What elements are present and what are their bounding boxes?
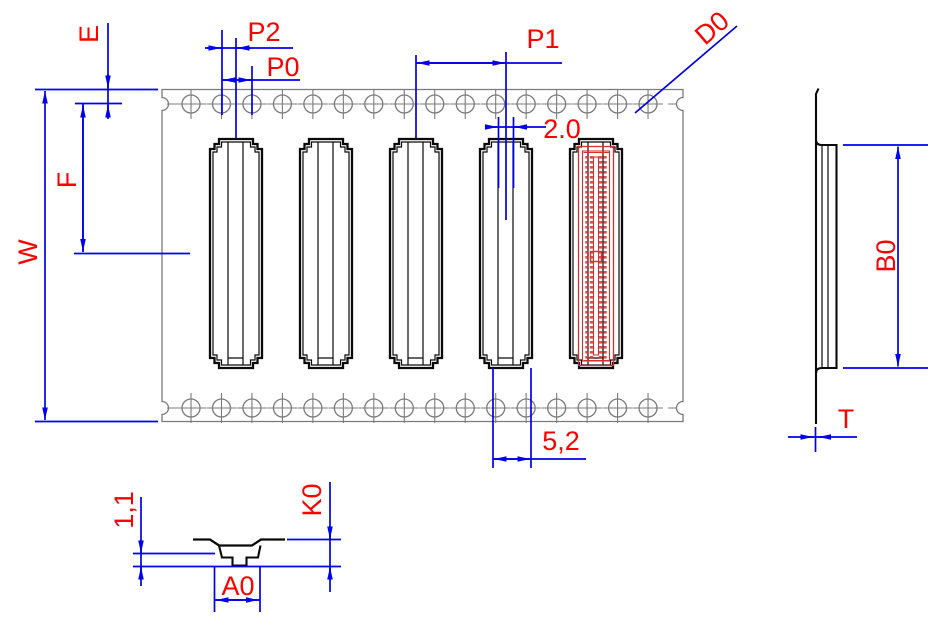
- sprocket-hole: [601, 392, 634, 424]
- label-b0: B0: [871, 239, 901, 272]
- center-slot: [592, 156, 600, 356]
- sprocket-hole: [175, 88, 207, 120]
- label-a0: A0: [221, 571, 254, 601]
- dimension-w: [35, 88, 158, 423]
- pocket-row: [208, 137, 624, 370]
- sprocket-hole: [601, 88, 634, 120]
- tape-outline: [161, 88, 684, 423]
- sprocket-hole: [175, 392, 207, 424]
- sprocket-hole: [266, 88, 299, 120]
- sprocket-row-top: [175, 88, 664, 120]
- polarization-bars: [583, 151, 609, 362]
- dimension-e: [75, 23, 122, 119]
- sprocket-hole: [358, 392, 390, 424]
- contact-pads-left: [585, 156, 594, 360]
- label-p0: P0: [266, 52, 299, 82]
- sprocket-hole: [571, 392, 603, 424]
- sprocket-hole: [297, 392, 329, 424]
- label-k0: K0: [297, 483, 327, 516]
- sprocket-hole: [510, 88, 542, 120]
- sprocket-hole: [297, 88, 329, 120]
- leader-d0: [634, 25, 738, 114]
- dimension-k0: [133, 482, 341, 592]
- pocket: [568, 137, 624, 370]
- dimension-t: [788, 427, 857, 452]
- label-dim-5-2: 5,2: [542, 426, 580, 456]
- label-e: E: [74, 25, 104, 43]
- label-d0: D0: [689, 5, 735, 50]
- dimension-top-notch: [485, 117, 546, 188]
- sprocket-hole: [388, 392, 420, 424]
- dimension-p1: [415, 52, 562, 220]
- center-key: [589, 250, 603, 263]
- break-notch-ticks: [167, 103, 677, 409]
- sprocket-hole: [540, 392, 573, 424]
- sprocket-hole: [510, 392, 542, 424]
- tape-side-view: [814, 88, 838, 424]
- sprocket-hole: [449, 88, 481, 120]
- dimension-p2: [205, 30, 293, 138]
- label-p2: P2: [247, 17, 280, 47]
- sprocket-hole: [327, 88, 360, 120]
- sprocket-hole: [327, 392, 360, 424]
- dimension-a0: [213, 567, 261, 612]
- sprocket-hole: [266, 392, 299, 424]
- sprocket-hole: [632, 392, 664, 424]
- dimension-b0: [843, 144, 928, 369]
- sprocket-hole: [388, 88, 420, 120]
- label-f: F: [52, 172, 82, 189]
- sprocket-hole: [236, 392, 268, 424]
- label-w: W: [13, 239, 43, 265]
- label-dim-2-0: 2.0: [543, 114, 581, 144]
- tape-top-view: [161, 88, 684, 424]
- sprocket-hole: [419, 392, 451, 424]
- label-p1: P1: [526, 24, 559, 54]
- contact-pads-right: [598, 156, 607, 360]
- dimension-step-depth: [133, 497, 215, 586]
- pocket: [388, 137, 444, 370]
- dimension-p0: [222, 66, 300, 115]
- sprocket-hole: [449, 392, 481, 424]
- sprocket-hole: [480, 392, 512, 424]
- sprocket-hole: [205, 392, 238, 424]
- pocket: [208, 137, 264, 370]
- pocket: [298, 137, 354, 370]
- pocket-section-view: [193, 538, 285, 567]
- sprocket-hole: [358, 88, 390, 120]
- label-dim-1-1: 1,1: [109, 491, 139, 529]
- dimension-pocket-bottom: [492, 368, 586, 468]
- label-t: T: [838, 404, 855, 434]
- dimension-f: [74, 104, 190, 255]
- sprocket-hole: [419, 88, 451, 120]
- sprocket-row-bottom: [175, 392, 664, 424]
- component-footprint: [577, 145, 615, 367]
